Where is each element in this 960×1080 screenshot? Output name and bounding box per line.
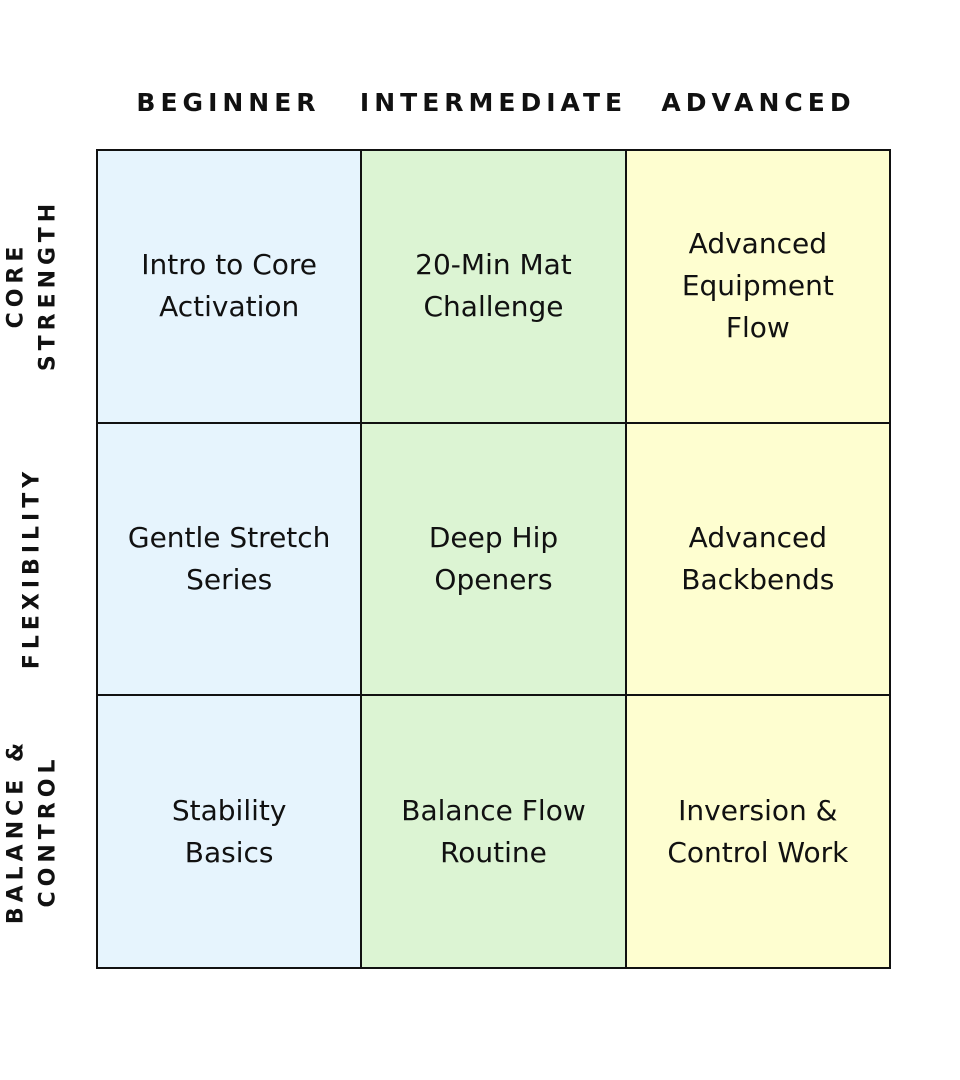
cell-flexibility-beginner: Gentle Stretch Series	[98, 423, 363, 697]
row-header-core-strength: CORE STRENGTH	[0, 149, 68, 422]
cell-label: Stability Basics	[171, 793, 287, 869]
column-header-intermediate: INTERMEDIATE	[359, 87, 628, 117]
cell-core-advanced: Advanced Equipment Flow	[626, 151, 891, 424]
cell-core-intermediate: 20-Min Mat Challenge	[362, 151, 627, 424]
cell-label: Balance Flow Routine	[401, 793, 586, 869]
cell-label: Deep Hip Openers	[428, 520, 559, 596]
cell-core-beginner: Intro to Core Activation	[98, 151, 363, 424]
row-header-line: BALANCE &	[3, 737, 29, 925]
row-header-line: FLEXIBILITY	[19, 466, 45, 670]
cell-label: Inversion & Control Work	[667, 793, 849, 869]
row-header-line: CONTROL	[35, 754, 61, 908]
column-header-beginner: BEGINNER	[136, 87, 321, 117]
cell-label: Gentle Stretch Series	[127, 520, 331, 596]
row-header-line: STRENGTH	[35, 198, 61, 372]
cell-flexibility-intermediate: Deep Hip Openers	[362, 423, 627, 697]
cell-balance-intermediate: Balance Flow Routine	[362, 696, 627, 969]
cell-flexibility-advanced: Advanced Backbends	[626, 423, 891, 697]
cell-label: Advanced Backbends	[681, 520, 835, 596]
cell-label: Advanced Equipment Flow	[681, 227, 834, 345]
cell-label: 20-Min Mat Challenge	[415, 248, 572, 324]
row-header-flexibility: FLEXIBILITY	[0, 432, 68, 705]
cell-label: Intro to Core Activation	[141, 248, 318, 324]
row-header-balance-control: BALANCE & CONTROL	[0, 695, 68, 968]
column-header-advanced: ADVANCED	[661, 87, 856, 117]
cell-balance-beginner: Stability Basics	[98, 696, 363, 969]
workout-matrix-grid: Intro to Core Activation 20-Min Mat Chal…	[96, 149, 891, 969]
cell-balance-advanced: Inversion & Control Work	[626, 696, 891, 969]
row-header-line: CORE	[3, 241, 29, 329]
